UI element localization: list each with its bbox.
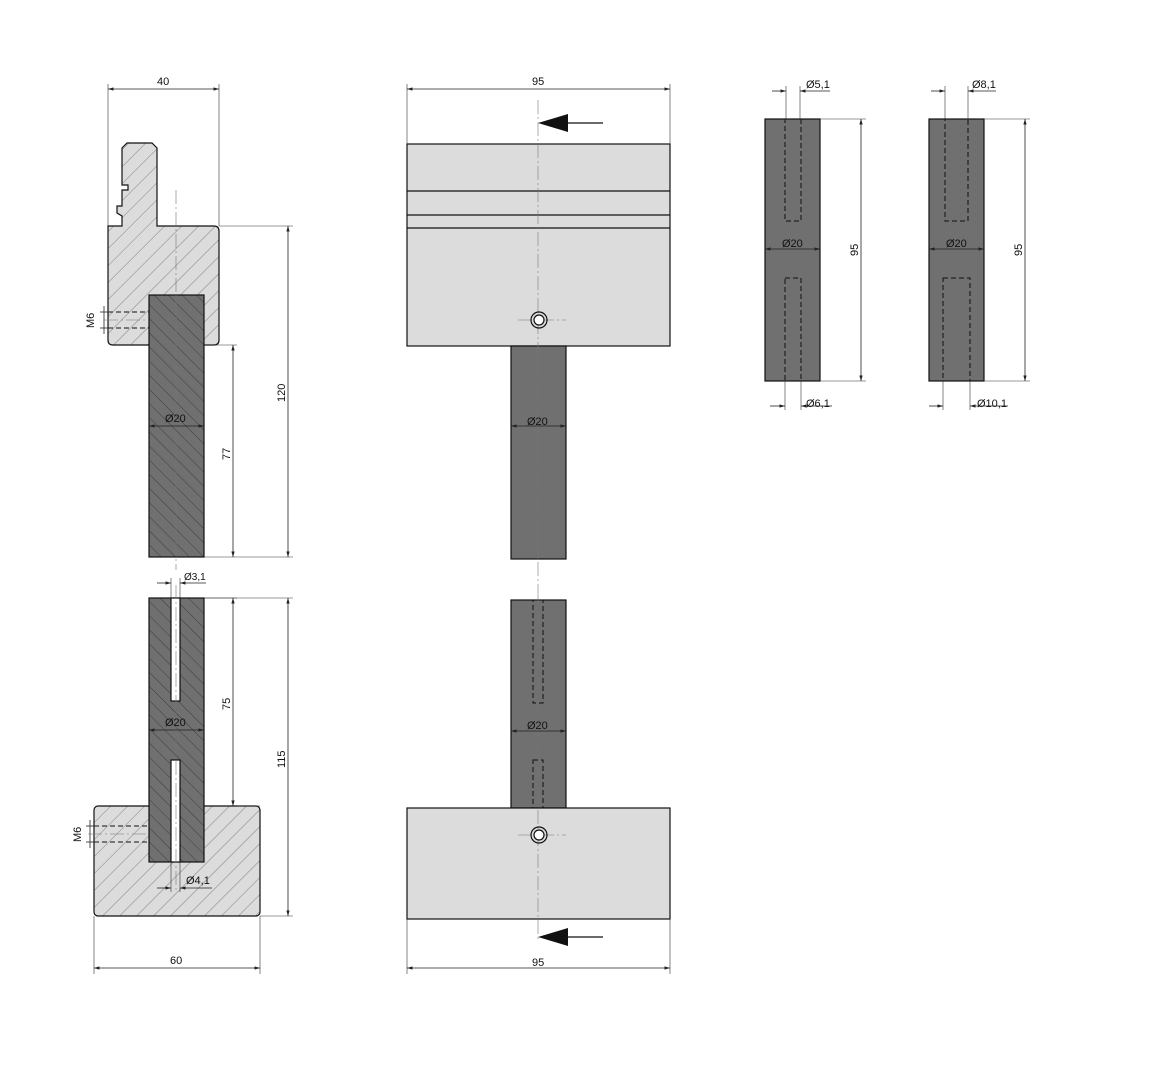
arrow-left-icon [538,114,603,132]
pin-b-bottom-hole-label: Ø10,1 [977,398,1007,410]
bottom-thread-label: M6 [72,827,84,842]
top-width-label: 40 [157,76,169,88]
pin-a-length-label: 95 [849,244,861,256]
top-height-label: 120 [276,384,288,402]
bottom-top-hole-label: Ø3,1 [184,572,206,583]
pin-b-top-hole-label: Ø8,1 [972,79,996,91]
bottom-section-view: M6 Ø3,1 Ø20 75 115 Ø4,1 60 [72,572,293,974]
front-bottom-base [406,807,671,920]
front-bottom-rod-diameter-label: Ø20 [527,720,548,732]
front-top-view: 95 Ø20 [406,76,671,590]
front-bottom-rod [510,599,567,809]
bottom-width-label: 60 [170,955,182,967]
front-top-rod [510,345,567,560]
top-thread-label: M6 [85,313,97,328]
pin-a-body [764,118,821,382]
pin-b-body [928,118,985,382]
top-section-view: M6 40 120 77 Ø20 [85,76,293,570]
top-rod-diameter-label: Ø20 [165,413,186,425]
front-bottom-view: Ø20 95 [406,590,671,974]
pin-b-length-label: 95 [1013,244,1025,256]
pin-b-view: Ø8,1 Ø20 95 Ø10,1 [928,79,1030,410]
bottom-length-label: 75 [221,698,233,710]
pin-b-diameter-label: Ø20 [946,238,967,250]
front-bottom-width-label: 95 [532,957,544,969]
bottom-bottom-hole-label: Ø4,1 [186,875,210,887]
front-top-rod-diameter-label: Ø20 [527,416,548,428]
pin-a-view: Ø5,1 Ø20 95 Ø6,1 [764,79,866,410]
arrow-left-icon [538,928,603,946]
pin-a-bottom-hole-label: Ø6,1 [806,398,830,410]
top-rod-length-label: 77 [221,448,233,460]
front-top-width-label: 95 [532,76,544,88]
bottom-rod-diameter-label: Ø20 [165,717,186,729]
pin-a-diameter-label: Ø20 [782,238,803,250]
bottom-height-label: 115 [276,750,288,768]
pin-a-top-hole-label: Ø5,1 [806,79,830,91]
